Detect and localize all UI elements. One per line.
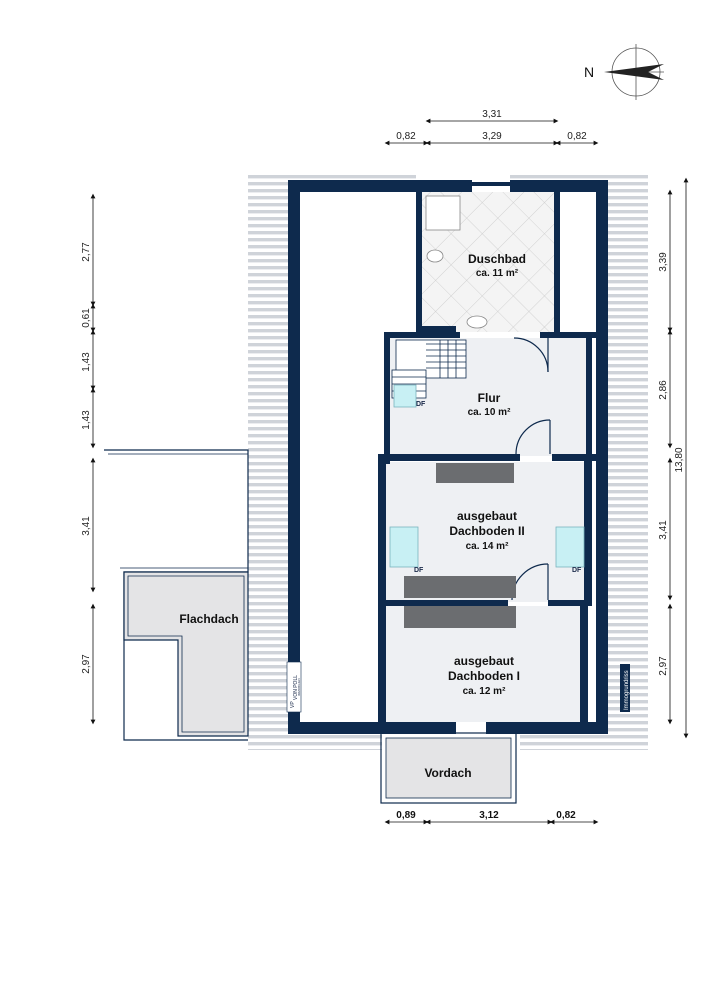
skylight-label: DF: [572, 567, 582, 574]
dimension-lines: [90, 118, 689, 825]
brand-credit: Immogrundriss: [624, 670, 630, 710]
dim-left-6: 2,97: [81, 654, 92, 674]
duschbad-name: Duschbad: [468, 252, 526, 266]
dim-left-3: 1,43: [81, 352, 92, 372]
shower-tray-icon: [425, 195, 461, 231]
dim-left-5: 3,41: [81, 516, 92, 536]
compass-north-label: N: [584, 64, 594, 80]
compass-needle-icon: [604, 64, 664, 80]
dachboden1-line2: Dachboden I: [448, 669, 520, 683]
branding: VP VON POLL IMMOBILIEN Immogrundriss: [286, 661, 630, 713]
dachboden1-line1: ausgebaut: [454, 654, 514, 668]
dimension-labels: 3,31 0,82 3,29 0,82 0,89 3,12 0,82 2,77 …: [81, 109, 685, 821]
dim-top-mid: 3,29: [482, 131, 502, 142]
dim-right-3: 3,41: [658, 520, 669, 540]
dim-top-left: 0,82: [396, 131, 416, 142]
skylight-icon: [555, 526, 585, 568]
skylight-icon: [393, 384, 417, 408]
flur-name: Flur: [478, 391, 501, 405]
brand-logo: VP: [290, 701, 296, 708]
brand-name: VON POLL: [293, 675, 299, 700]
flachdach-terrace: Flachdach: [104, 449, 249, 741]
skylight-label: DF: [416, 401, 426, 408]
skylight-icon: [389, 526, 419, 568]
vordach-canopy: Vordach: [380, 732, 517, 804]
flachdach-label: Flachdach: [179, 612, 238, 626]
duschbad-area: ca. 11 m²: [476, 268, 519, 279]
roof-beams: [404, 463, 516, 628]
dim-right-1: 3,39: [658, 252, 669, 272]
toilet-icon: [426, 249, 444, 263]
vordach-label: Vordach: [424, 766, 471, 780]
dim-left-1: 2,77: [81, 242, 92, 262]
dachboden1-area: ca. 12 m²: [463, 686, 506, 697]
dim-right-2: 2,86: [658, 380, 669, 400]
dim-left-2: 0,61: [81, 308, 92, 328]
flur-area: ca. 10 m²: [468, 407, 511, 418]
dim-bottom-right: 0,82: [556, 810, 576, 821]
bathroom-fixtures: [425, 195, 488, 329]
dim-top-overall: 3,31: [482, 109, 502, 120]
dim-bottom-mid: 3,12: [479, 810, 499, 821]
dachboden2-area: ca. 14 m²: [466, 541, 509, 552]
compass: N: [584, 44, 664, 100]
brand-sub: IMMOBILIEN: [297, 678, 301, 696]
dim-bottom-left: 0,89: [396, 810, 416, 821]
sink-icon: [466, 315, 488, 329]
walls: [288, 180, 608, 734]
dachboden2-line2: Dachboden II: [449, 524, 524, 538]
skylight-label: DF: [414, 567, 424, 574]
skylights: DF DF DF: [389, 384, 585, 574]
dim-right-4: 2,97: [658, 656, 669, 676]
room-labels: Duschbad ca. 11 m² Flur ca. 10 m² ausgeb…: [448, 252, 526, 697]
dachboden2-line1: ausgebaut: [457, 509, 517, 523]
dim-left-4: 1,43: [81, 410, 92, 430]
dim-right-total: 13,80: [674, 447, 685, 472]
dim-top-right: 0,82: [567, 131, 587, 142]
